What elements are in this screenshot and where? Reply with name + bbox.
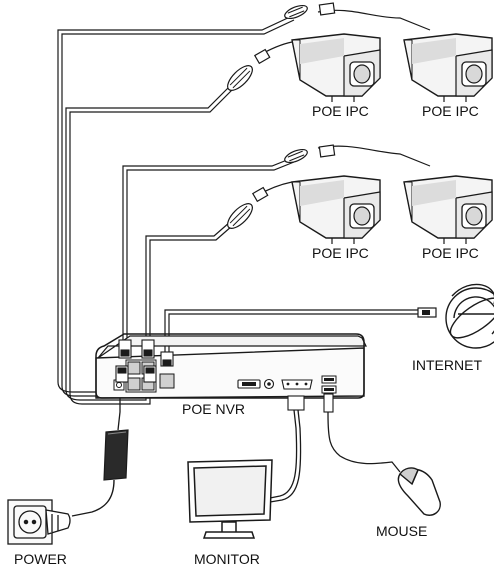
power-label: POWER: [14, 551, 67, 567]
camera-icon: [403, 33, 493, 103]
mouse-label: MOUSE: [376, 523, 427, 539]
camera-icon: [291, 33, 381, 103]
cable-coupler-icon: [227, 2, 336, 229]
mouse-device: MOUSE: [323, 393, 441, 539]
nvr: POE NVR: [95, 333, 367, 417]
globe-internet-icon: [445, 283, 494, 349]
cable-internet: [164, 309, 418, 356]
camera-4-label: POE IPC: [422, 245, 479, 261]
camera-3-label: POE IPC: [312, 245, 369, 261]
ethernet-cables: [57, 15, 418, 405]
camera-2: POE IPC: [403, 33, 493, 119]
monitor: MONITOR: [187, 395, 305, 567]
camera-1: POE IPC: [291, 33, 381, 119]
nvr-label: POE NVR: [182, 401, 245, 417]
camera-icon: [403, 175, 493, 245]
mouse-icon: [397, 467, 441, 516]
monitor-label: MONITOR: [194, 551, 260, 567]
nvr-recorder-icon: [95, 333, 367, 399]
cable-camera-4: [145, 221, 231, 340]
cable-camera-3: [122, 157, 293, 340]
internet: INTERNET: [412, 283, 494, 373]
camera-icon: [291, 175, 381, 245]
camera-4: POE IPC: [403, 175, 493, 261]
monitor-icon: [187, 459, 273, 539]
cable-camera-1: [57, 15, 293, 382]
cable-camera-2: [65, 81, 235, 390]
power-adapter-icon: [103, 429, 129, 481]
camera-3: POE IPC: [291, 175, 381, 261]
internet-label: INTERNET: [412, 357, 482, 373]
ethernet-plug-icon: [417, 307, 437, 318]
power-socket-icon: [7, 499, 71, 545]
camera-2-label: POE IPC: [422, 103, 479, 119]
ethernet-plug-icon: [115, 339, 174, 383]
camera-1-label: POE IPC: [312, 103, 369, 119]
power: POWER: [7, 398, 129, 567]
